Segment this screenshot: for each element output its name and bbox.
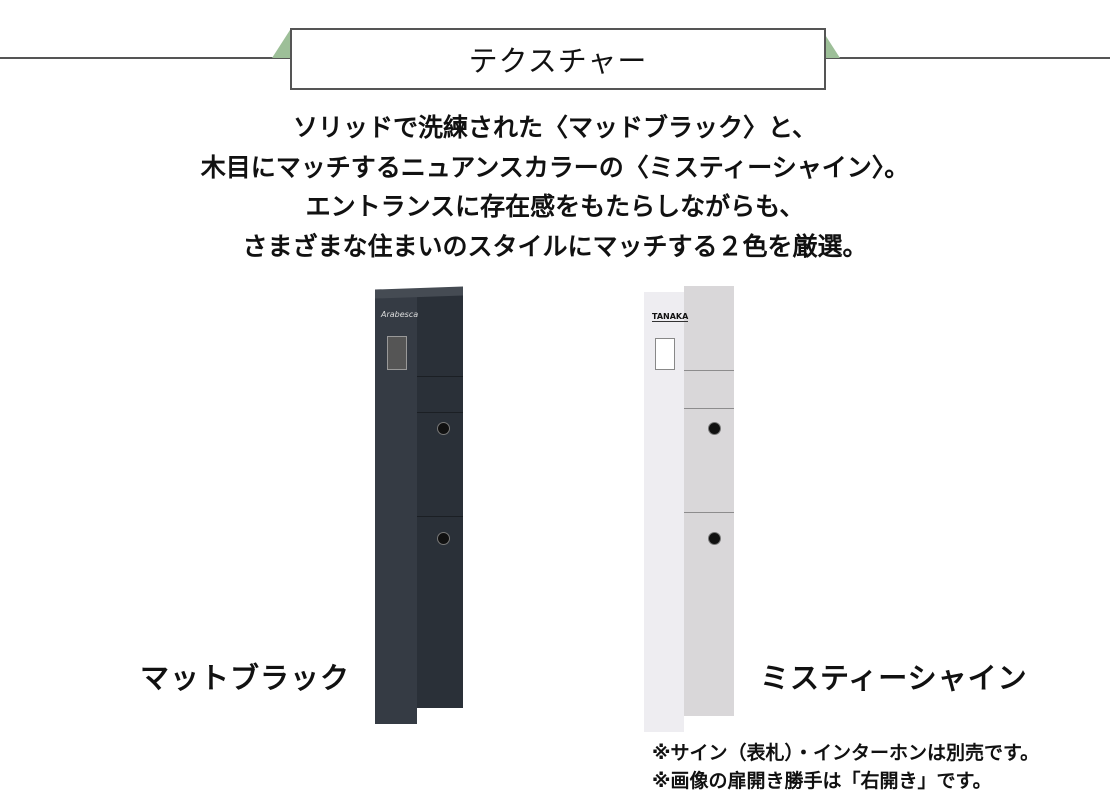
note-sold-separately: ※サイン（表札）・インターホンは別売です。 — [652, 742, 1040, 764]
lock-icon — [437, 422, 450, 435]
heading-rule-left — [0, 57, 290, 59]
intro-line: さまざまな住まいのスタイルにマッチする２色を厳選。 — [242, 231, 868, 261]
lock-icon — [437, 532, 450, 545]
section-title: テクスチャー — [290, 28, 826, 90]
product-label-misty-shine: ミスティーシャイン — [760, 661, 1028, 695]
lock-icon — [708, 532, 721, 545]
heading-ornament-right — [822, 30, 840, 58]
heading-rule-right — [822, 57, 1110, 59]
intro-text: ソリッドで洗練された〈マッドブラック〉と、 木目にマッチするニュアンスカラーの〈… — [0, 108, 1110, 266]
product-image-misty-shine: TANAKA — [644, 286, 736, 732]
product-label-matt-black: マットブラック — [140, 661, 351, 695]
intercom-icon — [387, 336, 407, 370]
intro-line: 木目にマッチするニュアンスカラーの〈ミスティーシャイン〉。 — [200, 152, 910, 182]
brand-logo: TANAKA — [652, 312, 689, 322]
brand-logo: Arabesca — [381, 310, 419, 319]
product-image-matt-black: Arabesca — [375, 286, 465, 724]
heading-ornament-left — [272, 30, 290, 58]
note-door-opening: ※画像の扉開き勝手は「右開き」です。 — [652, 770, 992, 792]
lock-icon — [708, 422, 721, 435]
intro-line: ソリッドで洗練された〈マッドブラック〉と、 — [292, 113, 817, 142]
intercom-icon — [655, 338, 675, 370]
intro-line: エントランスに存在感をもたらしながらも、 — [305, 192, 805, 221]
